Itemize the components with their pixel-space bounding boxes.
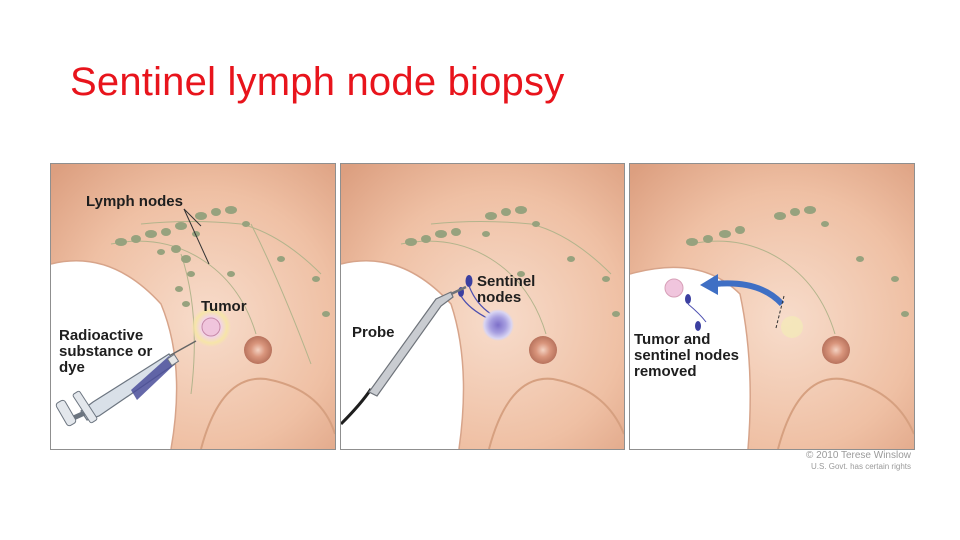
radioactive-dye-label: Radioactive substance or dye [59,327,153,376]
nipple-shape [822,336,850,364]
panel-removal-artwork [630,164,914,449]
page-title: Sentinel lymph node biopsy [70,60,565,104]
probe-shape [341,285,467,426]
sentinel-nodes-label: Sentinel nodes [477,273,536,306]
tumor-mass [201,317,221,337]
panel-probe: Probe Sentinel nodes [340,163,625,450]
tumor-glow [482,309,514,341]
lymph-node-cluster [405,206,620,317]
probe-label: Probe [352,324,395,341]
panel-probe-artwork [341,164,624,449]
lymph-nodes-label: Lymph nodes [86,193,183,210]
panel-injection-artwork [51,164,335,449]
tumor-site [781,316,803,338]
tumor-label: Tumor [201,298,247,315]
copyright-credit: © 2010 Terese Winslow [805,450,911,461]
removal-arrow [714,280,785,307]
panel-removal: Tumor and sentinel nodes removed [629,163,915,450]
nipple-shape [244,336,272,364]
rights-credit: U.S. Govt. has certain rights [810,462,911,471]
syringe-shape [55,340,197,427]
nipple-shape [529,336,557,364]
removal-arrow-head [700,274,718,295]
lymph-node-cluster [115,206,330,317]
panel-injection: Lymph nodes Tumor Radioactive substance … [50,163,336,450]
biopsy-illustration: Lymph nodes Tumor Radioactive substance … [50,163,916,450]
lymph-node-cluster [686,206,909,317]
tumor-nodes-removed-label: Tumor and sentinel nodes removed [634,331,740,380]
removed-tissue-shape [664,278,707,331]
